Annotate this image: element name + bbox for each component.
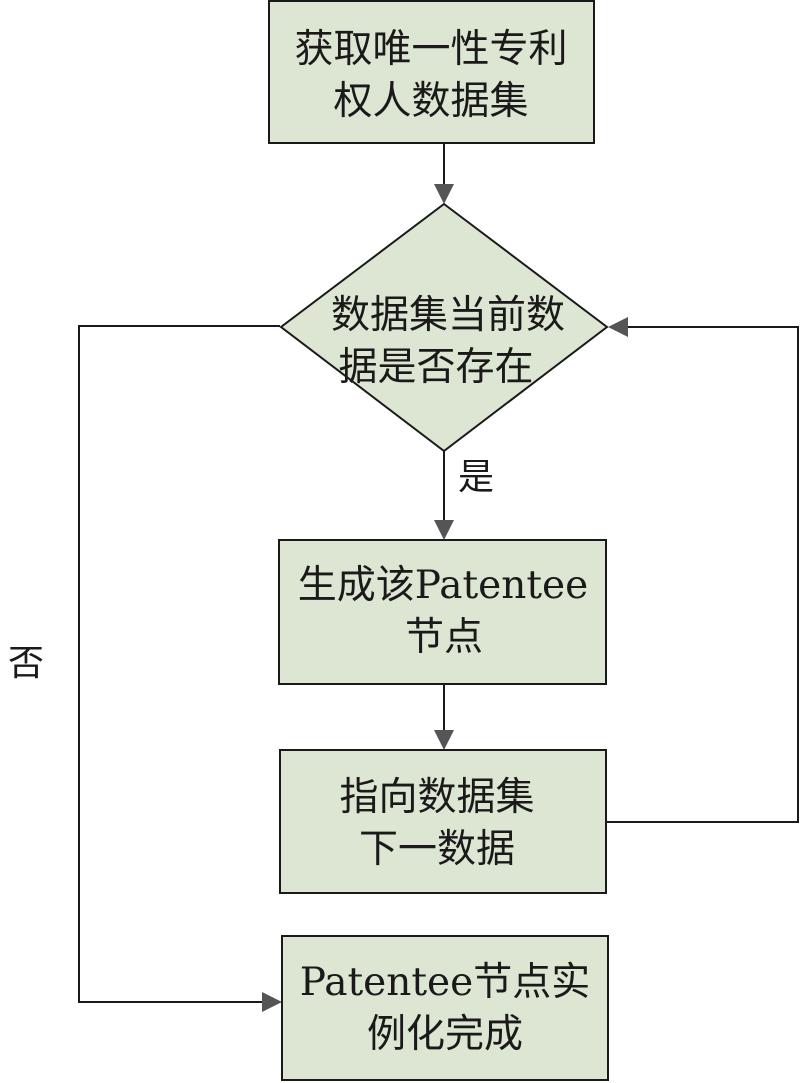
arrow-head-create: [434, 520, 454, 540]
yes-label: 是: [458, 457, 494, 498]
node-next-item-box: [279, 749, 607, 894]
node-create-node: 生成该Patentee 节点: [278, 539, 607, 685]
arrow-head-loop: [608, 317, 628, 337]
node-get-dataset-line2: 权人数据集: [333, 79, 528, 124]
arrow-head-check: [434, 184, 454, 204]
connectors: [78, 143, 799, 1012]
node-next-item-line2: 下一数据: [359, 827, 515, 872]
node-get-dataset: 获取唯一性专利 权人数据集: [268, 0, 595, 144]
node-create-node-line2: 节点: [405, 615, 483, 660]
node-done: Patentee节点实 例化完成: [281, 935, 609, 1081]
edge-loop-back: [606, 326, 799, 823]
node-next-item-line1: 指向数据集: [339, 775, 534, 820]
edge-no-branch: [78, 325, 280, 1003]
node-get-dataset-line1: 获取唯一性专利: [294, 27, 567, 72]
node-get-dataset-box: [268, 0, 595, 144]
node-done-line1: Patentee节点实: [300, 960, 590, 1005]
node-create-node-box: [278, 539, 607, 685]
node-check-exists-line2: 据是否存在: [338, 345, 533, 390]
node-check-exists-line1: 数据集当前数: [331, 293, 565, 338]
node-check-exists: 数据集当前数 据是否存在: [279, 202, 609, 453]
node-next-item: 指向数据集 下一数据: [279, 749, 607, 894]
arrow-head-done: [262, 992, 282, 1012]
node-create-node-line1: 生成该Patentee: [298, 563, 588, 608]
node-done-box: [281, 935, 609, 1081]
decision-diamond: [279, 202, 609, 453]
arrow-head-next: [434, 730, 454, 750]
no-label: 否: [8, 643, 44, 684]
node-done-line2: 例化完成: [367, 1012, 523, 1057]
